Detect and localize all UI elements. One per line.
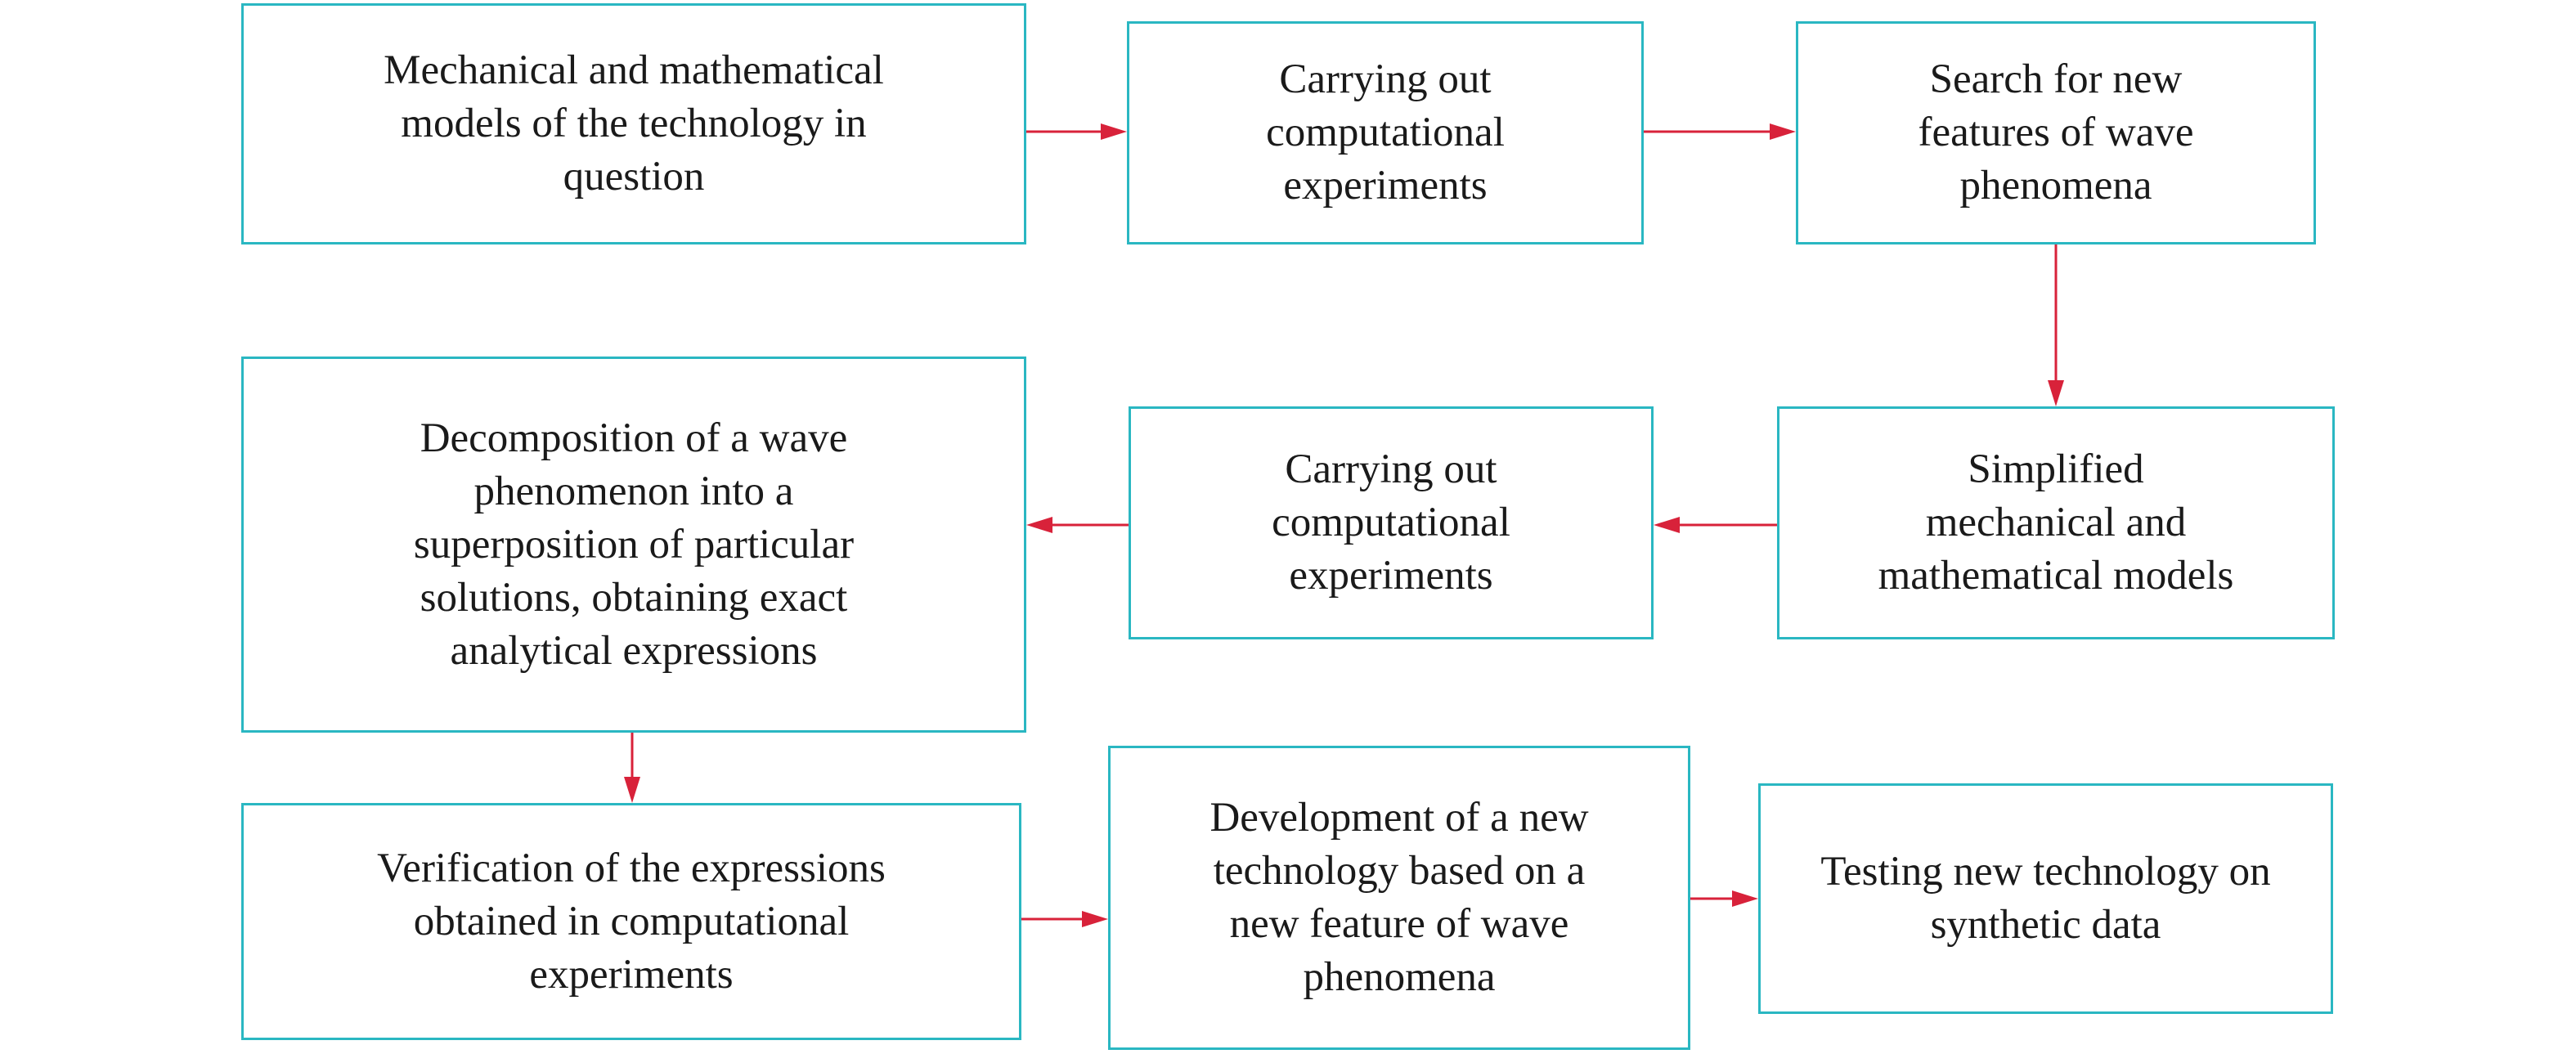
- arrow-n1-n2: [1026, 123, 1127, 140]
- node-computational-experiments-1: Carrying out computational experiments: [1127, 21, 1644, 244]
- node-label: Carrying out computational experiments: [1266, 56, 1505, 209]
- node-mechanical-mathematical-models: Mechanical and mathematical models of th…: [241, 3, 1026, 244]
- node-computational-experiments-2: Carrying out computational experiments: [1129, 406, 1654, 639]
- arrow-n8-n9: [1690, 890, 1758, 907]
- node-search-new-features: Search for new features of wave phenomen…: [1796, 21, 2316, 244]
- node-label: Development of a new technology based on…: [1209, 795, 1589, 1000]
- node-label: Verification of the expressions obtained…: [377, 845, 886, 998]
- node-label: Testing new technology on synthetic data: [1820, 849, 2271, 948]
- node-label: Mechanical and mathematical models of th…: [384, 47, 884, 200]
- node-testing-synthetic-data: Testing new technology on synthetic data: [1758, 783, 2333, 1014]
- arrow-n5-n6: [1026, 517, 1129, 533]
- arrow-n7-n8: [1021, 911, 1108, 927]
- arrow-n6-n7: [624, 733, 640, 803]
- node-development-new-technology: Development of a new technology based on…: [1108, 746, 1690, 1050]
- node-decomposition: Decomposition of a wave phenomenon into …: [241, 357, 1026, 733]
- arrow-n4-n5: [1654, 517, 1777, 533]
- arrow-n3-n4: [2048, 244, 2064, 406]
- node-verification: Verification of the expressions obtained…: [241, 803, 1021, 1040]
- node-label: Decomposition of a wave phenomenon into …: [413, 415, 855, 674]
- node-simplified-models: Simplified mechanical and mathematical m…: [1777, 406, 2335, 639]
- arrow-n2-n3: [1644, 123, 1796, 140]
- node-label: Carrying out computational experiments: [1272, 446, 1510, 599]
- node-label: Simplified mechanical and mathematical m…: [1878, 446, 2234, 599]
- node-label: Search for new features of wave phenomen…: [1918, 56, 2194, 209]
